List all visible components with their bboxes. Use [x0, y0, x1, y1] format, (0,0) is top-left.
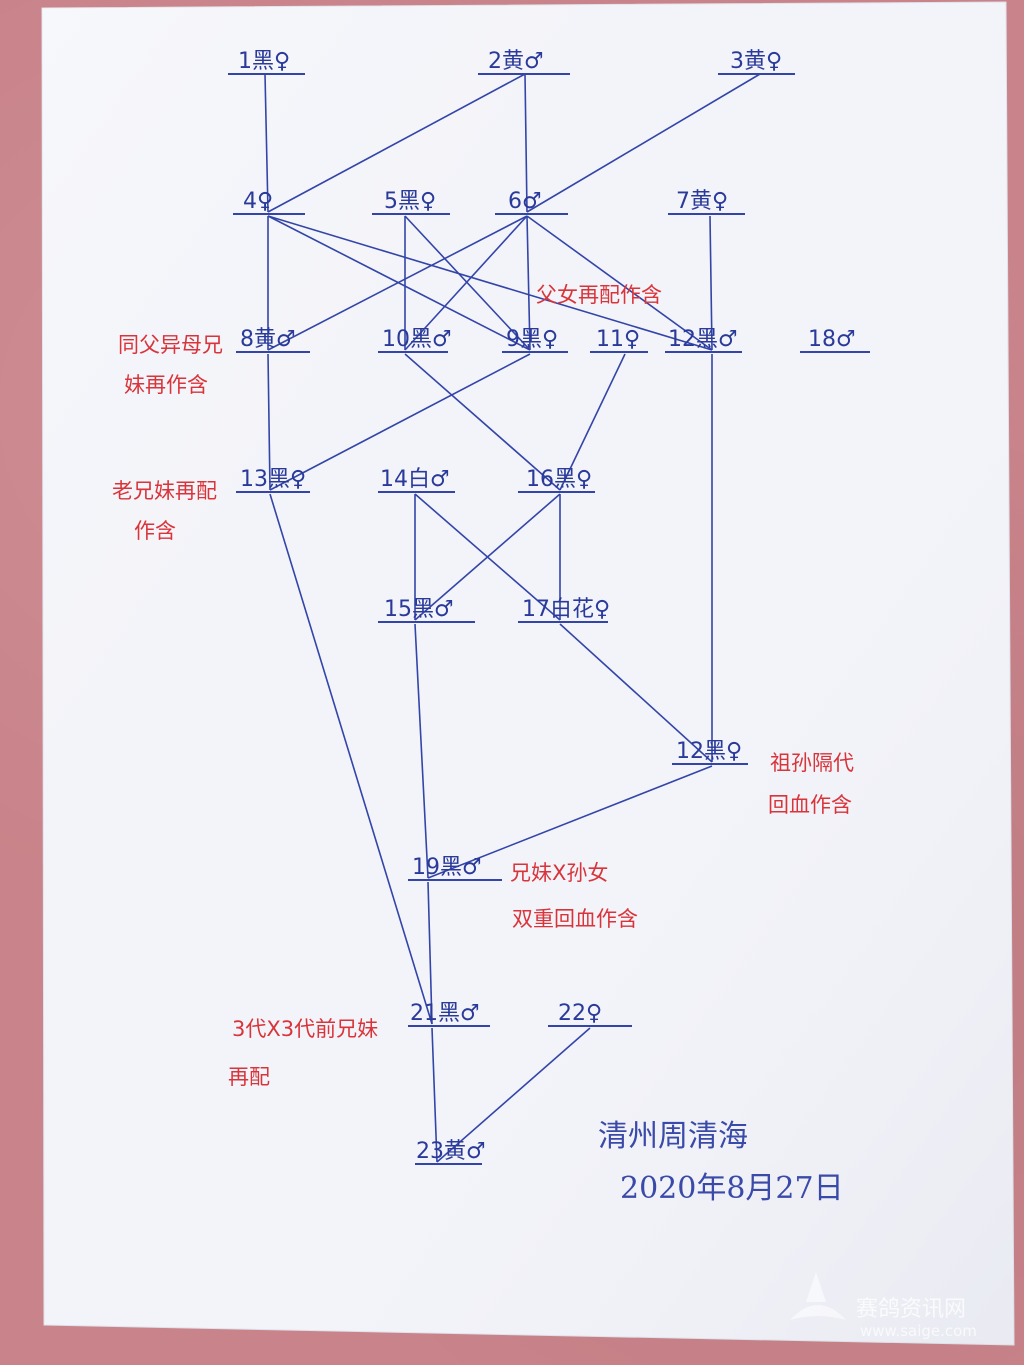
node-label: 2黄♂ — [488, 49, 544, 74]
node-label: 3黄♀ — [730, 49, 782, 74]
node-label: 8黄♂ — [240, 327, 296, 352]
edge-16-15 — [414, 493, 561, 621]
node-label: 5黑♀ — [384, 189, 436, 214]
node-label: 18♂ — [808, 327, 856, 352]
node-label: 10黑♂ — [382, 327, 452, 352]
node-label: 9黑♀ — [506, 327, 558, 352]
note-grandparent-line1: 祖孙隔代 — [770, 751, 854, 775]
edge-2-6 — [524, 73, 528, 213]
node-label: 12黑♀ — [676, 739, 742, 764]
signature-date: 2020年8月27日 — [620, 1171, 844, 1206]
node-label: 16黑♀ — [526, 467, 592, 492]
node-label: 11♀ — [596, 327, 640, 352]
paper-shading — [42, 2, 1014, 1345]
node-label: 14白♂ — [380, 467, 450, 492]
node-label: 6♂ — [508, 189, 542, 214]
connection-lines — [264, 73, 761, 1163]
edge-4-12a — [267, 215, 713, 351]
node-label: 15黑♂ — [384, 597, 454, 622]
node-label: 17白花♀ — [522, 597, 610, 622]
note-double-backcross-line1: 兄妹X孙女 — [510, 861, 608, 885]
watermark-logo-icon — [790, 1305, 846, 1320]
edge-12b-19 — [427, 765, 713, 879]
watermark-sail-icon — [806, 1272, 826, 1302]
edge-8-13 — [267, 353, 271, 491]
edge-10-16 — [404, 353, 561, 491]
watermark-url: www.saige.com — [860, 1322, 977, 1340]
edge-9-13 — [269, 353, 531, 491]
node-label: 13黑♀ — [240, 467, 306, 492]
node-label: 23黄♂ — [416, 1139, 486, 1164]
edge-7-12a — [709, 215, 713, 351]
node-label: 12黑♂ — [668, 327, 738, 352]
edge-6-9 — [526, 215, 531, 351]
node-label: 19黑♂ — [412, 855, 482, 880]
node-label: 21黑♂ — [410, 1001, 480, 1026]
signature-name: 清州周清海 — [598, 1119, 748, 1154]
edge-1-4 — [264, 73, 269, 213]
edge-11-16 — [559, 353, 626, 491]
node-label: 1黑♀ — [238, 49, 290, 74]
note-half-siblings-line2: 妹再作含 — [124, 373, 208, 397]
edge-17-12b — [559, 623, 713, 763]
note-third-gen-line1: 3代X3代前兄妹 — [232, 1017, 378, 1041]
signature-block: 清州周清海 2020年8月27日 — [598, 1119, 844, 1206]
note-grandparent-line2: 回血作含 — [768, 793, 852, 817]
edge-13-21 — [269, 493, 433, 1025]
note-old-siblings-line1: 老兄妹再配 — [112, 479, 217, 503]
node-label: 7黄♀ — [676, 189, 728, 214]
watermark: 赛鸽资讯网 www.saige.com — [790, 1272, 977, 1340]
note-third-gen-line2: 再配 — [228, 1065, 270, 1089]
edge-2-4 — [267, 73, 526, 213]
edge-6-8 — [267, 215, 528, 351]
edge-22-23 — [436, 1027, 591, 1163]
edge-15-19 — [414, 623, 429, 879]
edge-3-6 — [526, 73, 761, 213]
edge-6-10 — [404, 215, 528, 351]
node-label: 22♀ — [558, 1001, 602, 1026]
node-underlines — [228, 73, 870, 1165]
note-double-backcross-line2: 双重回血作含 — [512, 907, 638, 931]
edge-21-23 — [431, 1027, 438, 1163]
note-half-siblings-line1: 同父异母兄 — [118, 333, 223, 357]
annotation-notes: 同父异母兄 妹再作含 老兄妹再配 作含 父女再配作含 祖孙隔代 回血作含 兄妹X… — [112, 283, 854, 1089]
watermark-name: 赛鸽资讯网 — [856, 1297, 966, 1322]
note-father-daughter: 父女再配作含 — [536, 283, 662, 307]
edge-5-9 — [404, 215, 531, 351]
note-old-siblings-line2: 作含 — [134, 519, 176, 543]
edge-6-12a — [526, 215, 713, 351]
edge-19-21 — [427, 881, 433, 1025]
node-label: 4♀ — [243, 189, 273, 214]
